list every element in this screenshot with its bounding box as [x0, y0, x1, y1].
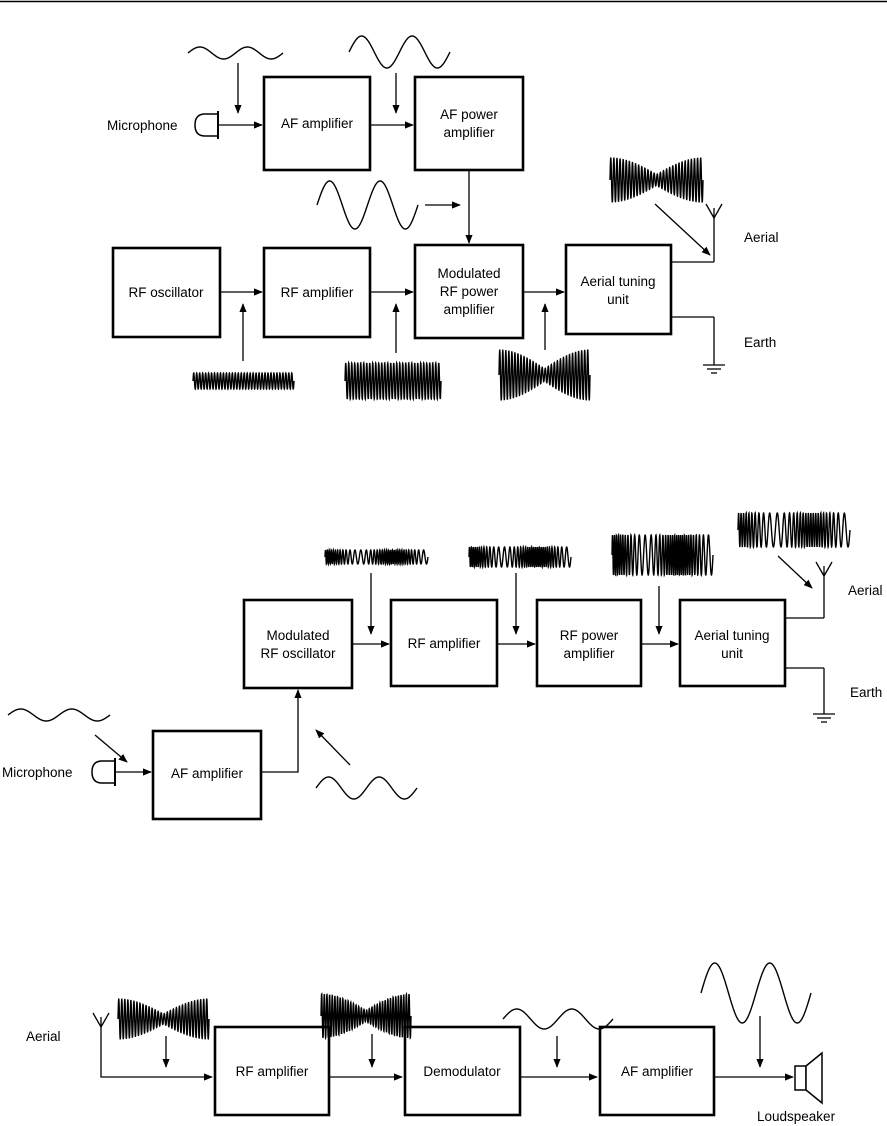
am-received-waveform	[117, 998, 210, 1040]
block-modulated-rf-power-amplifier: Modulated RF power amplifier	[413, 243, 525, 340]
block-aerial-tuning-unit: Aerial tuning unit	[564, 243, 673, 336]
earth-label: Earth	[744, 335, 776, 350]
block-label: RF oscillator	[128, 285, 204, 300]
fm-transmitter-diagram: Modulated RF oscillator RF amplifier RF …	[2, 510, 883, 821]
af-modulating-waveform	[316, 180, 419, 230]
block-label: Aerial tuning	[694, 628, 769, 643]
block-rf-amplifier: RF amplifier	[389, 598, 499, 688]
block-label: Aerial tuning	[580, 274, 655, 289]
aerial-icon	[786, 561, 833, 619]
block-label: AF amplifier	[621, 1064, 694, 1079]
block-rf-oscillator: RF oscillator	[111, 246, 222, 339]
pointer-arrow	[777, 555, 813, 589]
block-af-power-amplifier: AF power amplifier	[413, 75, 525, 172]
block-label: RF power	[440, 284, 499, 299]
af-modulating-waveform	[315, 776, 418, 800]
block-label: AF amplifier	[281, 116, 354, 131]
earth-icon	[672, 316, 725, 374]
aerial-label: Aerial	[744, 230, 779, 245]
block-modulated-rf-oscillator: Modulated RF oscillator	[242, 598, 354, 690]
block-label: RF amplifier	[236, 1064, 309, 1079]
af-input-waveform	[7, 708, 111, 722]
aerial-label: Aerial	[26, 1029, 61, 1044]
am-radiated-waveform	[609, 157, 704, 203]
fm-power-waveform	[611, 532, 714, 578]
am-signal-waveform	[498, 349, 591, 401]
block-label: RF power	[560, 628, 619, 643]
aerial-icon	[100, 1012, 110, 1028]
block-af-amplifier: AF amplifier	[151, 729, 263, 821]
fm-radiated-waveform	[737, 510, 851, 550]
block-rf-amplifier: RF amplifier	[213, 1025, 331, 1117]
rf-carrier-waveform	[192, 371, 295, 391]
af-output-waveform	[700, 962, 812, 1024]
microphone-icon	[194, 111, 219, 139]
block-af-amplifier: AF amplifier	[262, 75, 372, 172]
am-amplified-waveform	[320, 991, 412, 1041]
af-demodulated-waveform	[502, 1008, 614, 1030]
earth-icon	[786, 667, 835, 723]
block-label: RF amplifier	[408, 636, 481, 651]
loudspeaker-icon	[794, 1065, 807, 1091]
block-label: AF amplifier	[171, 766, 244, 781]
block-label: unit	[721, 646, 743, 661]
block-af-amplifier: AF amplifier	[598, 1025, 716, 1117]
block-label: amplifier	[443, 125, 495, 140]
af-amplified-waveform	[348, 35, 451, 69]
block-rf-amplifier: RF amplifier	[262, 246, 372, 339]
fm-signal-waveform	[324, 547, 429, 567]
block-demodulator: Demodulator	[403, 1025, 522, 1117]
aerial-icon	[92, 1012, 102, 1028]
aerial-icon	[672, 203, 723, 263]
connector	[100, 1037, 213, 1081]
connector	[262, 689, 302, 773]
microphone-label: Microphone	[107, 118, 178, 133]
earth-label: Earth	[850, 685, 882, 700]
block-aerial-tuning-unit: Aerial tuning unit	[678, 598, 787, 688]
pointer-arrow	[315, 729, 351, 766]
block-label: Modulated	[266, 628, 329, 643]
microphone-icon	[91, 758, 116, 786]
loudspeaker-icon	[805, 1051, 823, 1105]
af-input-waveform	[187, 46, 284, 60]
block-label: RF oscillator	[260, 646, 336, 661]
block-label: AF power	[440, 107, 498, 122]
block-label: RF amplifier	[281, 285, 354, 300]
pointer-arrow	[94, 734, 128, 763]
rf-amplified-carrier-waveform	[344, 360, 442, 402]
block-label: amplifier	[563, 646, 615, 661]
fm-amplified-waveform	[468, 544, 572, 570]
microphone-label: Microphone	[2, 765, 73, 780]
block-label: unit	[607, 292, 629, 307]
receiver-diagram: RF amplifier Demodulator AF amplifier Ae…	[26, 962, 836, 1124]
aerial-label: Aerial	[848, 583, 883, 598]
loudspeaker-label: Loudspeaker	[757, 1109, 836, 1124]
block-label: amplifier	[443, 302, 495, 317]
block-label: Demodulator	[423, 1064, 501, 1079]
block-rf-power-amplifier: RF power amplifier	[535, 598, 643, 688]
block-label: Modulated	[437, 266, 500, 281]
am-transmitter-diagram: AF amplifier AF power amplifier RF oscil…	[107, 35, 779, 402]
pointer-arrow	[654, 203, 711, 256]
